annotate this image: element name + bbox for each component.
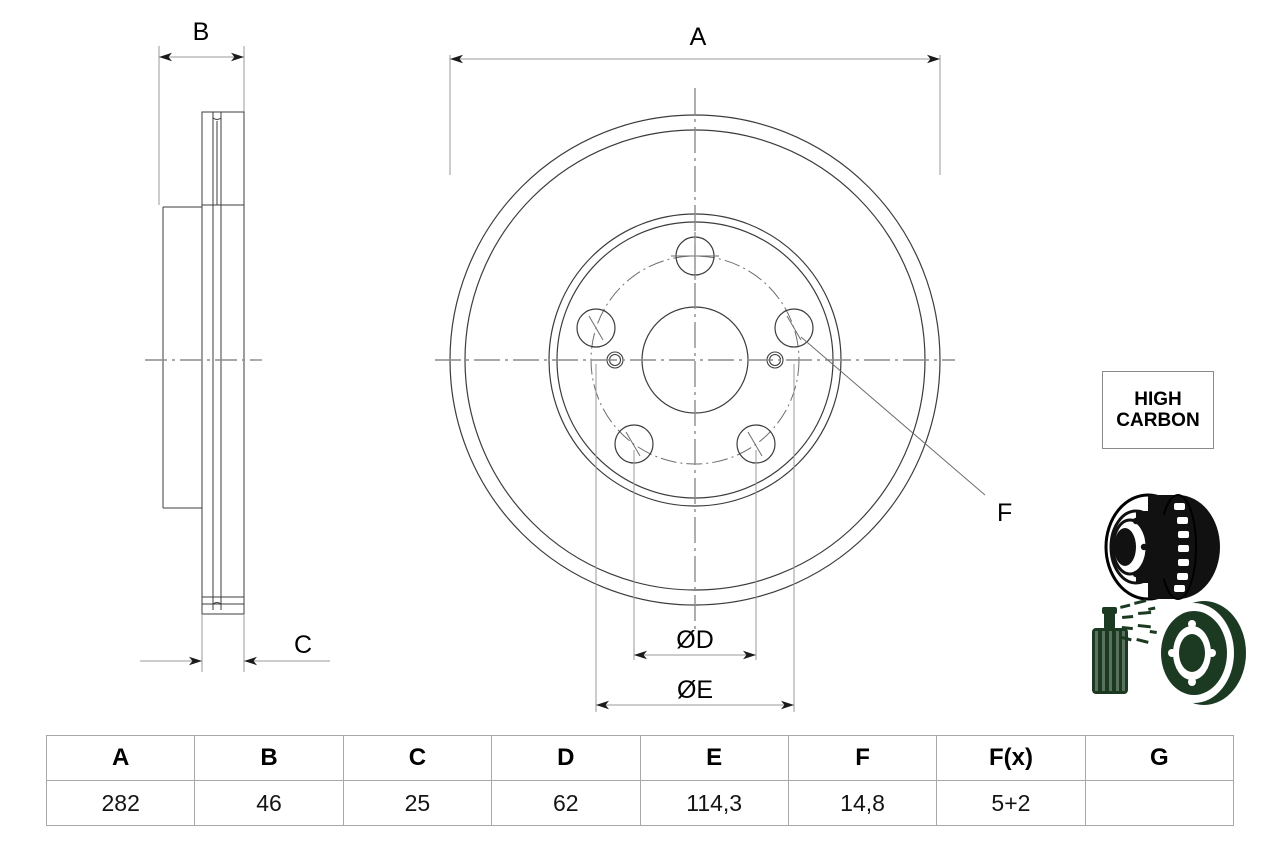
table-header-b: B	[194, 735, 344, 781]
table-value-g	[1084, 780, 1235, 826]
dimension-b: B	[158, 18, 245, 205]
spray-mist-icon	[1120, 599, 1157, 644]
dimension-a: A	[449, 23, 941, 175]
table-value-d: 62	[491, 780, 641, 826]
table-value-a: 282	[45, 780, 196, 826]
bolt-hole-centerlines	[588, 232, 802, 457]
table-header-g: G	[1084, 735, 1235, 781]
bolt-hole	[774, 308, 814, 348]
bolt-hole	[576, 308, 616, 348]
table-value-b: 46	[194, 780, 344, 826]
vented-disc-icon	[1104, 493, 1220, 601]
projection-lines	[595, 364, 795, 712]
table-value-row: 282 46 25 62 114,3 14,8 5+2	[45, 780, 1235, 826]
specification-table: A B C D E F F(x) G 282 46 25 62 114,3 14…	[45, 735, 1235, 826]
leader-f: F	[800, 336, 1012, 527]
dimension-c-label: C	[294, 631, 312, 659]
side-section-view: B	[140, 18, 330, 672]
dimension-oe-label: ØE	[677, 676, 713, 704]
table-header-e: E	[639, 735, 789, 781]
spray-can-icon	[1092, 607, 1128, 694]
table-header-fx: F(x)	[936, 735, 1086, 781]
dimension-oe: ØE	[596, 676, 794, 710]
coating-spray-disc-icon	[1092, 599, 1246, 705]
table-header-c: C	[342, 735, 493, 781]
high-carbon-line-1: HIGH	[1134, 388, 1182, 410]
table-header-a: A	[45, 735, 196, 781]
table-header-row: A B C D E F F(x) G	[45, 735, 1235, 781]
front-view: A	[435, 23, 1012, 712]
dimension-od: ØD	[634, 626, 756, 660]
table-value-fx: 5+2	[936, 780, 1086, 826]
dimension-od-label: ØD	[676, 626, 714, 654]
dimension-c: C	[140, 614, 330, 672]
dimension-f-label: F	[997, 499, 1012, 527]
table-header-d: D	[491, 735, 641, 781]
high-carbon-line-2: CARBON	[1116, 410, 1200, 431]
table-value-c: 25	[342, 780, 493, 826]
dimension-b-label: B	[193, 18, 210, 46]
table-header-f: F	[787, 735, 938, 781]
disc-section-outline	[162, 111, 245, 615]
table-value-f: 14,8	[787, 780, 938, 826]
high-carbon-badge: HIGH CARBON	[1102, 371, 1214, 449]
dimension-a-label: A	[690, 23, 707, 51]
table-value-e: 114,3	[639, 780, 789, 826]
